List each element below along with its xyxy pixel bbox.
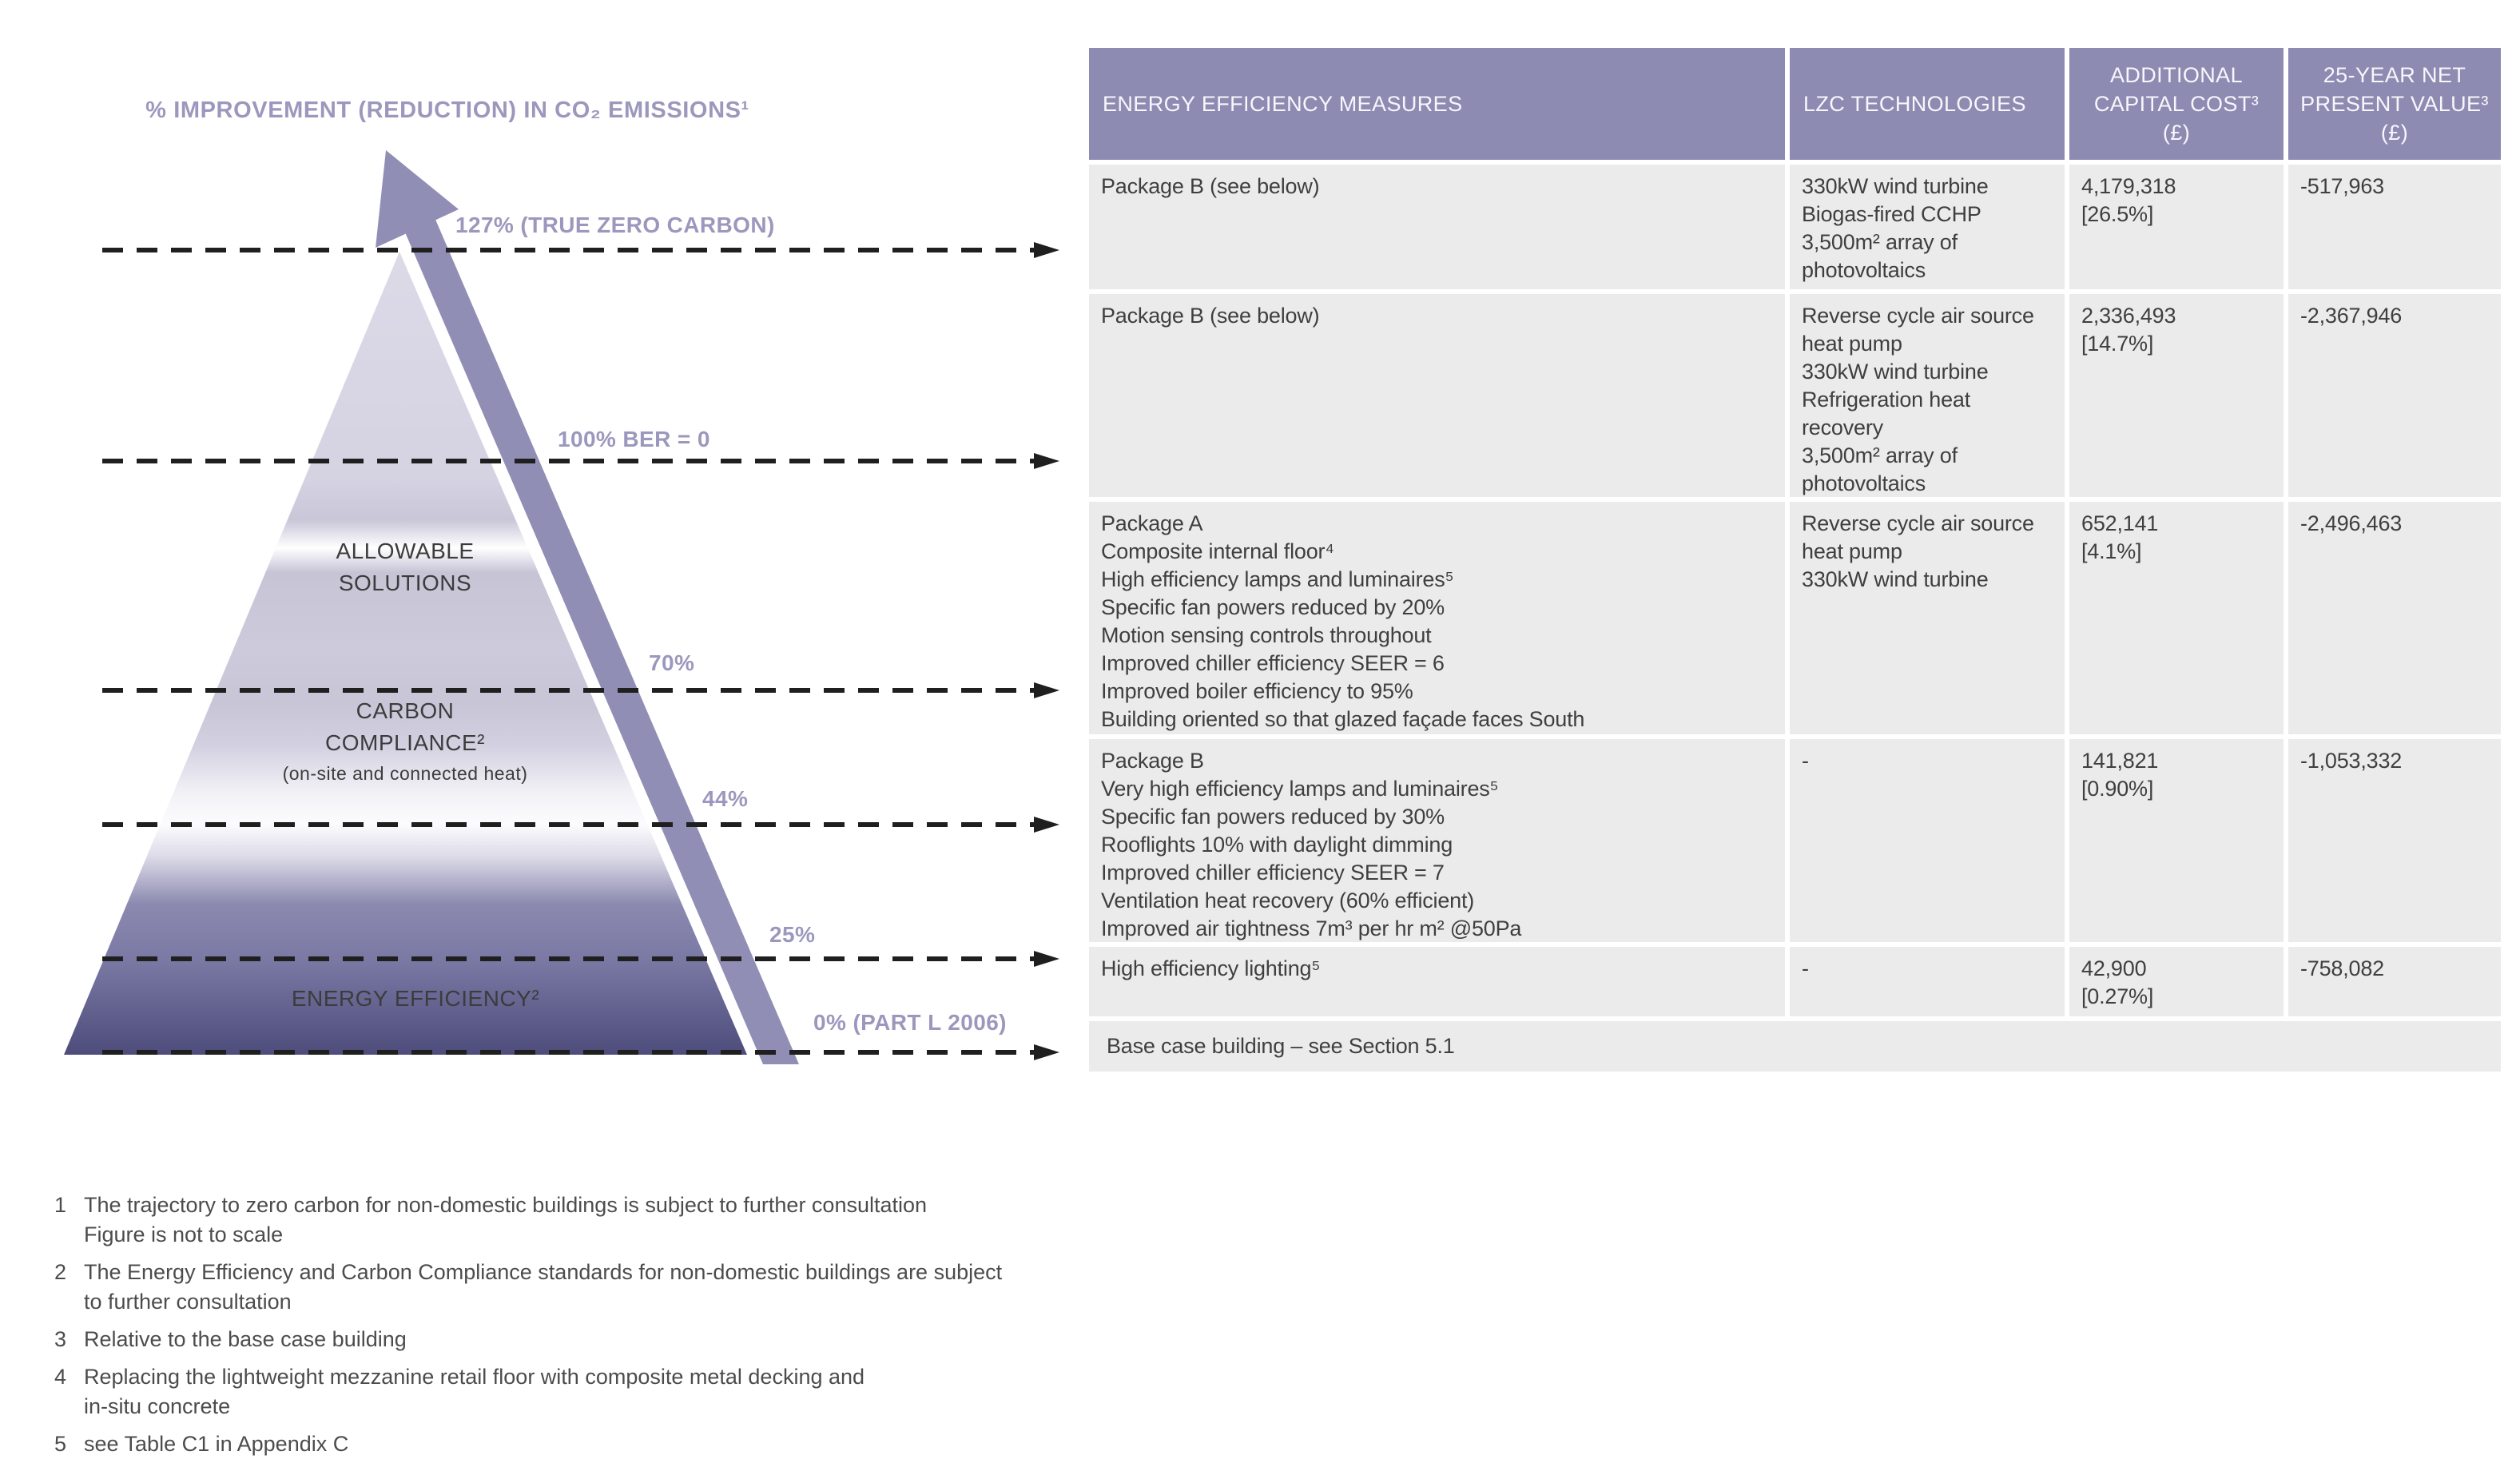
cell-cost: 141,821 [0.90%] [2069, 739, 2284, 942]
table-row: High efficiency lighting⁵ - 42,900 [0.27… [1089, 947, 2501, 1016]
table-row: Package B (see below) Reverse cycle air … [1089, 294, 2501, 497]
footnote-2: 2 The Energy Efficiency and Carbon Compl… [54, 1258, 1253, 1317]
table-row: Package B Very high efficiency lamps and… [1089, 739, 2501, 942]
header-additional-capital-cost: ADDITIONAL CAPITAL COST³ (£) [2069, 48, 2284, 160]
header-energy-efficiency-measures: ENERGY EFFICIENCY MEASURES [1089, 48, 1785, 160]
arrow-tip-icon [1034, 242, 1059, 258]
cell-npv: -2,367,946 [2288, 294, 2501, 497]
table-row: Package A Composite internal floor⁴ High… [1089, 502, 2501, 734]
table-base-row: Base case building – see Section 5.1 [1089, 1021, 2501, 1071]
footnote-text: Replacing the lightweight mezzanine reta… [84, 1365, 865, 1418]
diagram-title: % IMPROVEMENT (REDUCTION) IN CO₂ EMISSIO… [145, 97, 749, 123]
cell-npv: -2,496,463 [2288, 502, 2501, 734]
section-carbon-compliance-label: CARBON COMPLIANCE² [325, 698, 485, 755]
cell-lzc: Reverse cycle air source heat pump 330kW… [1790, 294, 2065, 497]
cell-npv: -517,963 [2288, 165, 2501, 289]
level-label-70: 70% [649, 650, 695, 675]
table-header-row: ENERGY EFFICIENCY MEASURES LZC TECHNOLOG… [1089, 48, 2501, 160]
section-allowable-solutions: ALLOWABLE SOLUTIONS [336, 539, 475, 595]
footnote-4: 4 Replacing the lightweight mezzanine re… [54, 1362, 1253, 1421]
pyramid-graphic [64, 150, 1059, 1064]
cell-cost: 652,141 [4.1%] [2069, 502, 2284, 734]
trajectory-arrow-head-icon [376, 150, 459, 248]
section-energy-efficiency: ENERGY EFFICIENCY² [291, 986, 540, 1011]
level-label-44: 44% [702, 786, 749, 811]
level-label-127: 127% (TRUE ZERO CARBON) [455, 213, 775, 237]
footnote-3: 3 Relative to the base case building [54, 1325, 1253, 1354]
base-case-cell: Base case building – see Section 5.1 [1089, 1021, 2501, 1071]
footnote-1: 1 The trajectory to zero carbon for non-… [54, 1191, 1253, 1250]
section-carbon-compliance-sublabel: (on-site and connected heat) [282, 763, 528, 784]
level-label-0: 0% (PART L 2006) [813, 1010, 1007, 1035]
section-carbon-compliance: CARBON COMPLIANCE² (on-site and connecte… [205, 695, 605, 785]
level-label-100: 100% BER = 0 [558, 427, 710, 451]
cell-npv: -758,082 [2288, 947, 2501, 1016]
cell-measures: Package B (see below) [1089, 165, 1785, 289]
footnote-text: Relative to the base case building [84, 1327, 407, 1351]
header-25-year-net-present-value: 25-YEAR NET PRESENT VALUE³ (£) [2288, 48, 2501, 160]
cell-cost: 42,900 [0.27%] [2069, 947, 2284, 1016]
footnote-number: 5 [54, 1432, 67, 1456]
footnote-text: The Energy Efficiency and Carbon Complia… [84, 1260, 1003, 1314]
footnote-number: 3 [54, 1327, 67, 1351]
pyramid-shape [64, 252, 747, 1055]
cell-cost: 4,179,318 [26.5%] [2069, 165, 2284, 289]
cell-cost: 2,336,493 [14.7%] [2069, 294, 2284, 497]
arrow-tip-icon [1034, 817, 1059, 833]
cell-lzc: 330kW wind turbine Biogas-fired CCHP 3,5… [1790, 165, 2065, 289]
footnote-number: 4 [54, 1365, 67, 1389]
cell-lzc: - [1790, 739, 2065, 942]
arrow-tip-icon [1034, 453, 1059, 469]
footnote-number: 2 [54, 1260, 67, 1284]
level-lines [102, 242, 1059, 1060]
arrow-tip-icon [1034, 1044, 1059, 1060]
trajectory-arrow-shaft [398, 216, 799, 1064]
table-row: Package B (see below) 330kW wind turbine… [1089, 165, 2501, 289]
footnote-text: see Table C1 in Appendix C [84, 1432, 349, 1456]
cell-lzc: - [1790, 947, 2065, 1016]
header-lzc-technologies: LZC TECHNOLOGIES [1790, 48, 2065, 160]
cell-measures: Package B (see below) [1089, 294, 1785, 497]
arrow-tip-icon [1034, 682, 1059, 698]
cell-measures: Package B Very high efficiency lamps and… [1089, 739, 1785, 942]
footnotes: 1 The trajectory to zero carbon for non-… [54, 1191, 1253, 1467]
cell-measures: High efficiency lighting⁵ [1089, 947, 1785, 1016]
footnote-number: 1 [54, 1193, 67, 1217]
arrow-tip-icon [1034, 951, 1059, 967]
cell-measures: Package A Composite internal floor⁴ High… [1089, 502, 1785, 734]
measures-table: ENERGY EFFICIENCY MEASURES LZC TECHNOLOG… [1089, 48, 2501, 1076]
footnote-5: 5 see Table C1 in Appendix C [54, 1429, 1253, 1459]
cell-npv: -1,053,332 [2288, 739, 2501, 942]
cell-lzc: Reverse cycle air source heat pump 330kW… [1790, 502, 2065, 734]
footnote-text: The trajectory to zero carbon for non-do… [84, 1193, 928, 1246]
level-label-25: 25% [769, 922, 816, 947]
